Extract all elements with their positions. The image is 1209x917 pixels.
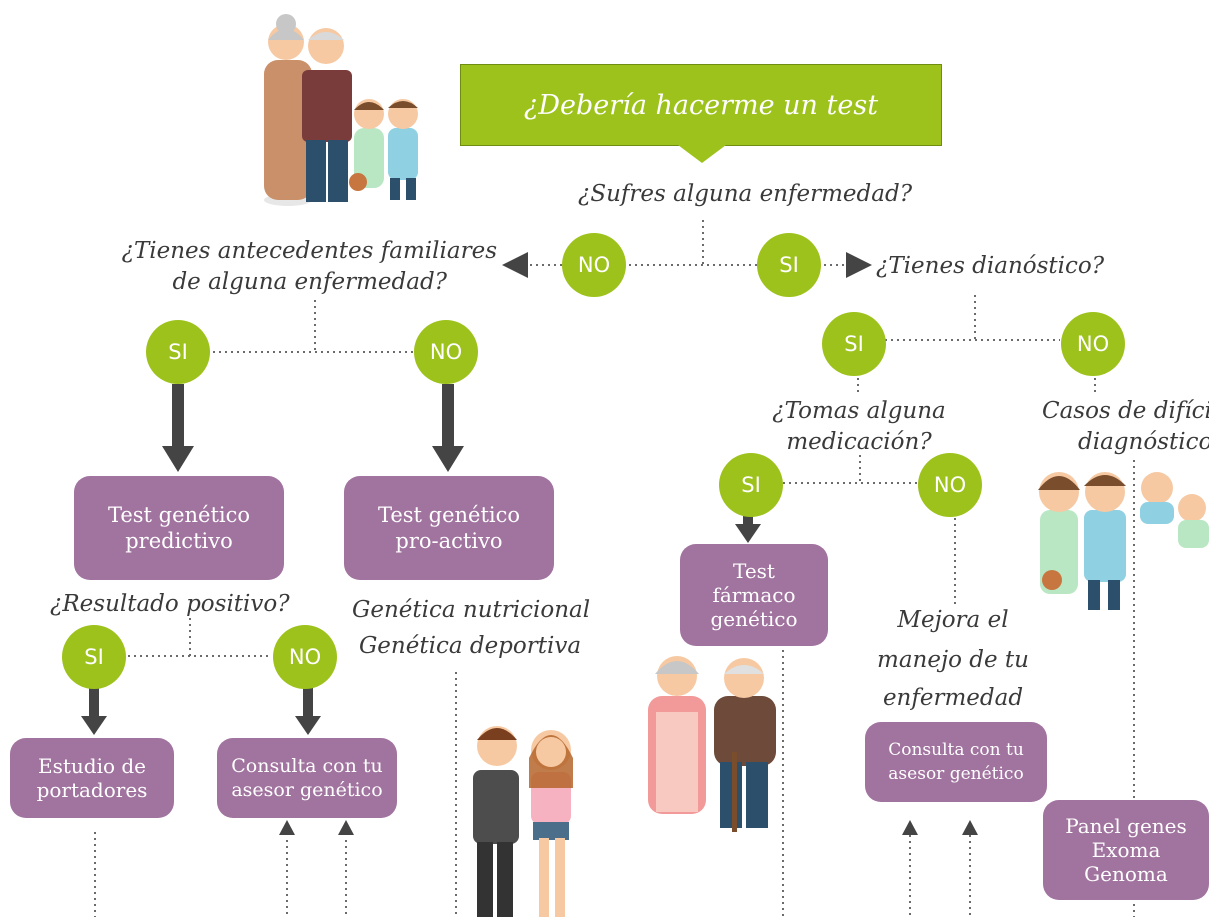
- box-line: fármaco: [712, 583, 796, 607]
- box-line: Consulta con tu: [888, 740, 1024, 760]
- box-line: Exoma: [1091, 838, 1161, 862]
- note-improve-line3: enfermedad: [882, 685, 1024, 711]
- note-nutritional-genetics: Genética nutricional: [352, 597, 591, 623]
- box-line: Test: [733, 559, 775, 583]
- question-family-line2: de alguna enfermedad?: [172, 269, 447, 295]
- question-medication-line1: ¿Tomas alguna: [772, 398, 946, 424]
- young-couple-illustration: [473, 726, 573, 917]
- note-sports-genetics: Genética deportiva: [358, 633, 582, 659]
- answer-no-diagnosis: NO: [1061, 312, 1125, 376]
- answer-si-positive: SI: [62, 625, 126, 689]
- note-difficult-diagnosis-line1: Casos de difíci: [1042, 398, 1209, 424]
- box-line: Test genético: [377, 503, 521, 527]
- banner-pointer: [678, 145, 726, 163]
- children-illustration: [1038, 472, 1209, 610]
- question-family-line1: ¿Tienes antecedentes familiares: [121, 238, 497, 264]
- answer-si-diagnosis: SI: [822, 312, 886, 376]
- box-consult-advisor-right: Consulta con tu asesor genético: [865, 722, 1047, 802]
- box-line: asesor genético: [888, 764, 1024, 784]
- answer-no-medication: NO: [918, 453, 982, 517]
- question-disease: ¿Sufres alguna enfermedad?: [578, 181, 913, 207]
- box-line: asesor genético: [231, 779, 383, 801]
- note-improve-line2: manejo de tu: [877, 647, 1029, 673]
- box-line: Panel genes: [1065, 814, 1187, 838]
- box-line: portadores: [36, 778, 148, 802]
- box-line: genético: [710, 607, 798, 631]
- answer-no-disease: NO: [562, 233, 626, 297]
- box-line: predictivo: [125, 529, 233, 553]
- elderly-couple-illustration: [648, 656, 776, 832]
- box-line: Test genético: [107, 503, 251, 527]
- question-medication-line2: medicación?: [786, 429, 932, 455]
- answer-si-medication: SI: [719, 453, 783, 517]
- family-illustration: [264, 14, 418, 206]
- answer-no-family: NO: [414, 320, 478, 384]
- answer-no-positive: NO: [273, 625, 337, 689]
- note-improve-line1: Mejora el: [897, 607, 1009, 633]
- answer-si-family: SI: [146, 320, 210, 384]
- question-positive-result: ¿Resultado positivo?: [50, 591, 290, 617]
- answer-si-disease: SI: [757, 233, 821, 297]
- box-line: Estudio de: [37, 754, 147, 778]
- box-line: pro-activo: [395, 529, 503, 553]
- box-line: Genoma: [1084, 862, 1168, 886]
- question-diagnosis: ¿Tienes dianóstico?: [876, 253, 1105, 279]
- box-line: Consulta con tu: [231, 755, 383, 777]
- page-title: ¿Debería hacerme un test genético?: [460, 64, 942, 203]
- note-difficult-diagnosis-line2: diagnóstico: [1078, 429, 1209, 455]
